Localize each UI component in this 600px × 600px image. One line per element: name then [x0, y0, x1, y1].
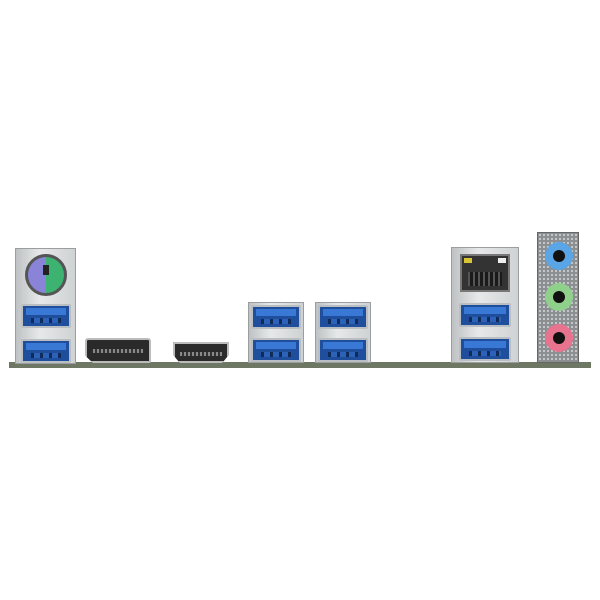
usb-port[interactable]	[459, 337, 511, 361]
usb-port[interactable]	[318, 305, 368, 329]
audio-mic-jack[interactable]	[545, 324, 573, 352]
usb-port[interactable]	[21, 304, 71, 328]
usb-port[interactable]	[459, 303, 511, 327]
usb-stack	[315, 302, 371, 363]
led-icon	[498, 258, 506, 263]
usb-port[interactable]	[251, 305, 301, 329]
audio-line-out-jack[interactable]	[545, 283, 573, 311]
usb-stack	[248, 302, 304, 363]
usb-port[interactable]	[21, 339, 71, 363]
ps2-port[interactable]	[25, 254, 67, 296]
usb-port[interactable]	[251, 338, 301, 362]
ps2-key-icon	[43, 265, 49, 275]
ethernet-port[interactable]	[460, 254, 510, 292]
ps2-usb-block	[15, 248, 76, 364]
lan-usb-block	[451, 247, 519, 363]
led-icon	[464, 258, 472, 263]
pcb-edge	[9, 362, 591, 368]
audio-panel	[537, 232, 579, 363]
hdmi-port[interactable]	[173, 342, 229, 363]
usb-port[interactable]	[318, 338, 368, 362]
displayport-port[interactable]	[85, 338, 151, 363]
audio-line-in-jack[interactable]	[545, 242, 573, 270]
